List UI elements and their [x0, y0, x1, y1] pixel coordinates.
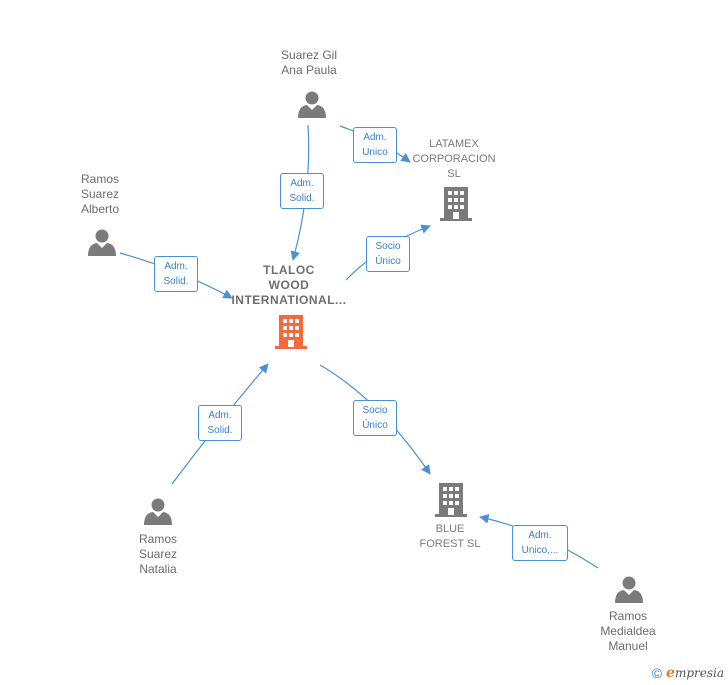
building-main-icon[interactable]: [275, 315, 307, 349]
building-icon[interactable]: [440, 187, 472, 221]
edge-label-suarez-tlaloc[interactable]: Adm. Solid.: [280, 173, 324, 209]
edge-label-alberto-tlaloc[interactable]: Adm. Solid.: [154, 256, 198, 292]
edge-label-tlaloc-latamex[interactable]: Socio Único: [366, 236, 410, 272]
person-icon[interactable]: [297, 89, 327, 119]
node-label-tlaloc[interactable]: TLALOC WOOD INTERNATIONAL...: [231, 263, 347, 307]
edge-label-tlaloc-blue[interactable]: Socio Único: [353, 400, 397, 436]
person-icon[interactable]: [614, 574, 644, 604]
building-icon[interactable]: [435, 483, 467, 517]
node-label-ramos-manuel[interactable]: Ramos Medialdea Manuel: [600, 609, 656, 653]
empresia-logo[interactable]: empresia: [666, 665, 724, 681]
node-label-blue-forest[interactable]: BLUE FOREST SL: [419, 523, 481, 550]
copyright-icon: ©: [651, 665, 663, 681]
footer-brand: © empresia: [652, 665, 724, 681]
node-label-suarez-gil[interactable]: Suarez Gil Ana Paula: [280, 48, 338, 77]
node-label-ramos-natalia[interactable]: Ramos Suarez Natalia: [138, 532, 178, 576]
person-icon[interactable]: [87, 227, 117, 257]
node-label-ramos-alberto[interactable]: Ramos Suarez Alberto: [80, 172, 120, 216]
edge-label-suarez-latamex[interactable]: Adm. Unico: [353, 127, 397, 163]
node-label-latamex[interactable]: LATAMEX CORPORACION SL: [412, 138, 496, 180]
edge-label-natalia-tlaloc[interactable]: Adm. Solid.: [198, 405, 242, 441]
edge-label-manuel-blue[interactable]: Adm. Unico,...: [512, 525, 568, 561]
person-icon[interactable]: [143, 496, 173, 526]
